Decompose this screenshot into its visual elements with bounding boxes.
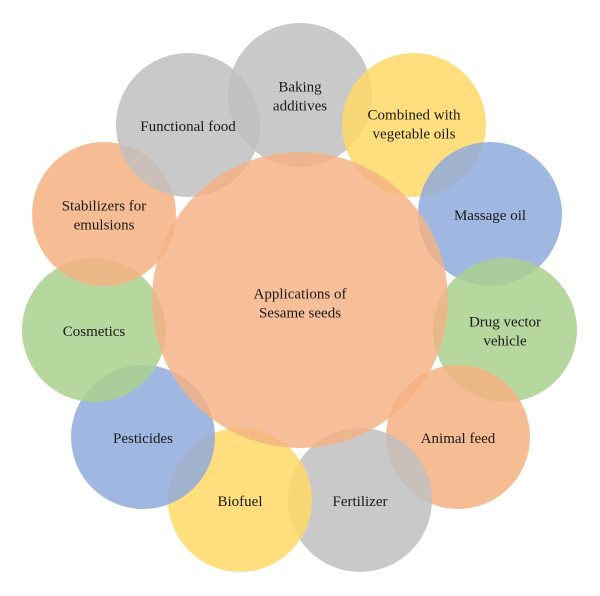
center-circle: [152, 152, 448, 448]
label-pesticides: Pesticides: [113, 431, 173, 447]
label-animal-feed: Animal feed: [421, 431, 496, 447]
label-functional-food-line-1: Functional food: [140, 119, 236, 135]
label-biofuel: Biofuel: [218, 494, 263, 510]
label-combined-with-vegetable-oils: Combined with vegetable oils: [368, 108, 461, 143]
label-drug-vector-vehicle: Drug vector vehicle: [469, 315, 541, 350]
center-label-line-2: Sesame seeds: [259, 306, 341, 322]
circle-cosmetics: [22, 258, 166, 402]
label-baking-additives: Baking additives: [273, 80, 327, 115]
label-baking-additives-line-1: Baking: [278, 80, 322, 96]
label-massage-oil-line-1: Massage oil: [454, 208, 526, 224]
label-massage-oil: Massage oil: [454, 208, 526, 224]
label-combined-with-vegetable-oils-line-2: vegetable oils: [373, 127, 456, 143]
label-fertilizer-line-1: Fertilizer: [333, 494, 388, 510]
center-label-line-1: Applications of: [254, 287, 347, 303]
label-stabilizers-for-emulsions-line-2: emulsions: [74, 218, 135, 234]
label-baking-additives-line-2: additives: [273, 99, 327, 115]
label-drug-vector-vehicle-line-2: vehicle: [483, 334, 527, 350]
label-cosmetics-line-1: Cosmetics: [63, 324, 126, 340]
label-cosmetics: Cosmetics: [63, 324, 126, 340]
label-stabilizers-for-emulsions: Stabilizers for emulsions: [62, 199, 147, 234]
label-animal-feed-line-1: Animal feed: [421, 431, 496, 447]
circle-baking-additives: [228, 23, 372, 167]
label-fertilizer: Fertilizer: [333, 494, 388, 510]
label-drug-vector-vehicle-line-1: Drug vector: [469, 315, 541, 331]
outer-circles-layer: [22, 23, 577, 572]
label-pesticides-line-1: Pesticides: [113, 431, 173, 447]
label-biofuel-line-1: Biofuel: [218, 494, 263, 510]
circle-pesticides: [71, 365, 215, 509]
label-combined-with-vegetable-oils-line-1: Combined with: [368, 108, 461, 124]
label-stabilizers-for-emulsions-line-1: Stabilizers for: [62, 199, 147, 215]
circle-functional-food: [116, 53, 260, 197]
center-circle-layer: [152, 152, 448, 448]
center-label: Applications of Sesame seeds: [254, 287, 347, 322]
label-functional-food: Functional food: [140, 119, 236, 135]
circle-massage-oil: [418, 142, 562, 286]
circle-fertilizer: [288, 428, 432, 572]
